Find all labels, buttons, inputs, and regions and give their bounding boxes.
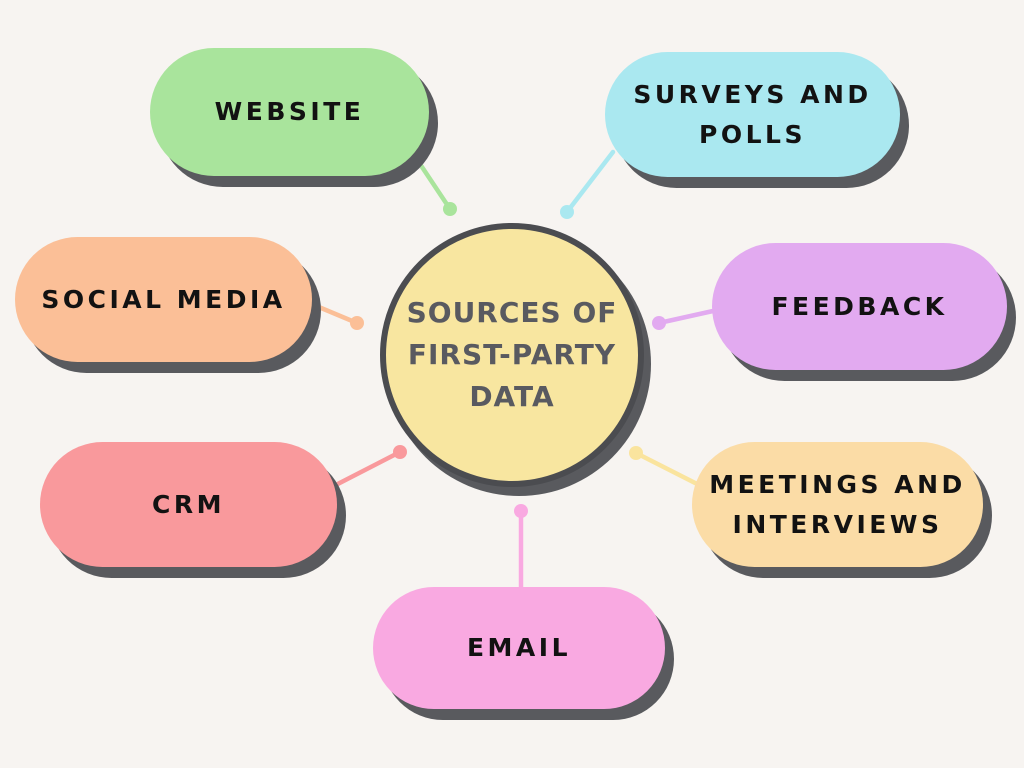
node-email: EMAIL <box>373 587 665 709</box>
connector-dot-surveys <box>560 205 574 219</box>
node-social-media: SOCIAL MEDIA <box>15 237 312 362</box>
node-surveys-and-polls-label: SURVEYS AND POLLS <box>633 79 872 149</box>
node-crm: CRM <box>40 442 337 567</box>
node-feedback-label: FEEDBACK <box>771 291 948 321</box>
center-node-sources-of-first-party-data: SOURCES OF FIRST-PARTY DATA <box>380 223 644 487</box>
connector-line-website <box>409 149 453 212</box>
connector-line-feedback <box>656 306 725 326</box>
connector-line-surveys <box>564 149 616 215</box>
connector-dot-crm <box>393 445 407 459</box>
node-crm-label: CRM <box>152 489 225 519</box>
connector-dot-meetings <box>629 446 643 460</box>
node-feedback: FEEDBACK <box>712 243 1007 370</box>
center-node-label: SOURCES OF FIRST-PARTY DATA <box>406 296 618 413</box>
node-website: WEBSITE <box>150 48 429 176</box>
connector-dot-email <box>514 504 528 518</box>
node-meetings-and-interviews-label: MEETINGS AND INTERVIEWS <box>709 469 966 539</box>
connector-dot-social <box>350 316 364 330</box>
node-meetings-and-interviews: MEETINGS AND INTERVIEWS <box>692 442 983 567</box>
connector-dot-website <box>443 202 457 216</box>
node-social-media-label: SOCIAL MEDIA <box>41 284 286 314</box>
connector-line-crm <box>325 449 403 492</box>
node-email-label: EMAIL <box>466 633 572 662</box>
node-surveys-and-polls: SURVEYS AND POLLS <box>605 52 900 177</box>
connector-dot-feedback <box>652 316 666 330</box>
node-website-label: WEBSITE <box>214 97 365 126</box>
connector-line-meetings <box>633 450 706 490</box>
